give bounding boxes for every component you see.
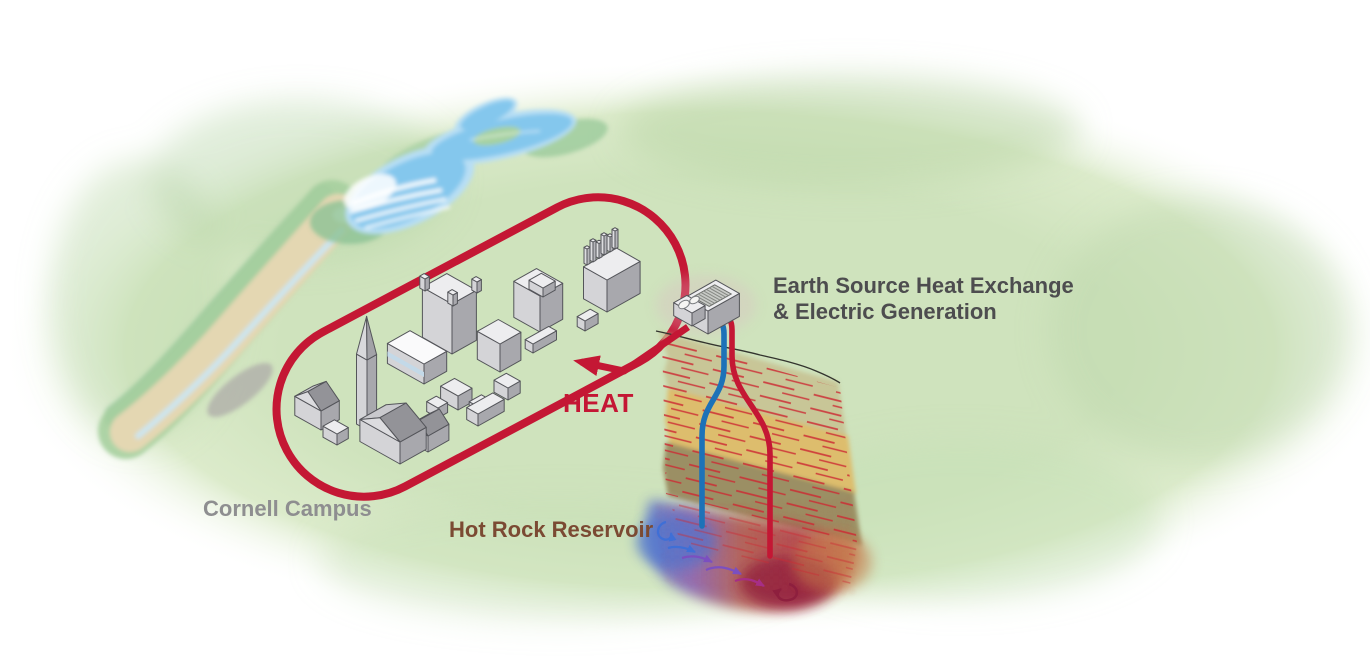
ground-surface-line: [655, 330, 841, 384]
exchanger-annex: [673, 294, 706, 327]
turret: [447, 289, 458, 307]
rooftop-unit: [528, 272, 556, 298]
turret: [419, 273, 430, 292]
chimney: [589, 238, 597, 263]
chimney: [583, 245, 591, 266]
labels: Earth Source Heat Exchange & Electric Ge…: [203, 273, 1074, 542]
turret: [471, 276, 482, 294]
tank-icon: [689, 295, 700, 305]
gothic-hall: [359, 402, 427, 465]
campus-buildings: [294, 227, 641, 465]
heat-exchange-facility: [673, 279, 740, 335]
strata-dashes: [662, 338, 857, 543]
campus-building: [322, 419, 349, 446]
campus-building: [466, 392, 505, 427]
cayuga-lake: [310, 97, 608, 244]
reservoir-flow-arrows: [656, 520, 799, 602]
facility-label-line2: & Electric Generation: [773, 299, 997, 324]
campus-building: [476, 319, 522, 373]
heat-supply-arrow: [573, 324, 690, 376]
power-plant: [583, 247, 641, 313]
lake-rapids: [343, 130, 541, 230]
campus-building: [576, 308, 599, 332]
reservoir-label: Hot Rock Reservoir: [449, 517, 654, 542]
tank-icon: [678, 299, 690, 310]
heat-loop: [272, 193, 690, 501]
modern-hall: [386, 330, 448, 385]
gorge: [98, 180, 360, 459]
facility-label-line1: Earth Source Heat Exchange: [773, 273, 1074, 298]
campus-label: Cornell Campus: [203, 496, 372, 521]
campus-building: [493, 372, 521, 401]
gothic-hall: [294, 380, 340, 431]
heat-label: HEAT: [563, 388, 634, 418]
campus-building: [524, 325, 557, 354]
chimney: [600, 232, 608, 256]
chimney: [611, 227, 619, 250]
